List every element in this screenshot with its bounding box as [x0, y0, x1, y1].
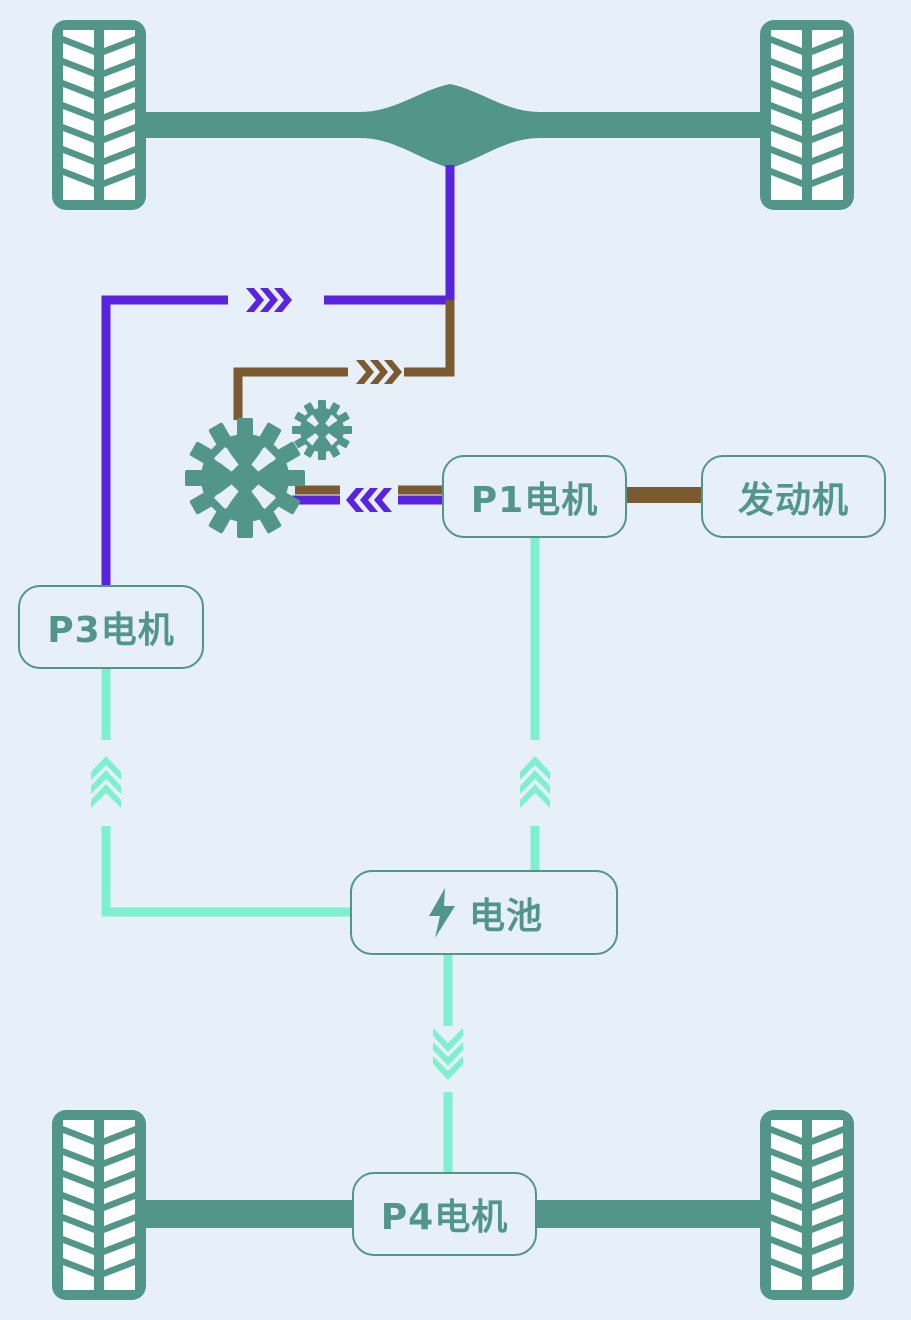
engine-label: 发动机	[737, 479, 849, 521]
engine-node: 发动机	[701, 455, 886, 538]
front-right-wheel-icon	[760, 20, 854, 210]
battery-label: 电池	[468, 895, 543, 937]
gearbox-gear-icon	[185, 418, 305, 538]
chevron-arrow-icon-engine	[356, 360, 402, 384]
battery-node: 电池	[350, 870, 618, 955]
electric-path	[101, 538, 540, 1172]
drive-path-engine	[233, 300, 702, 503]
p4-motor-node: P4电机	[352, 1172, 537, 1256]
differential	[416, 92, 484, 160]
rear-left-wheel-icon	[52, 1110, 146, 1300]
front-left-wheel-icon	[52, 20, 146, 210]
chevron-up-icon	[91, 756, 550, 808]
front-axle	[140, 84, 765, 168]
p3-motor-label: P3电机	[47, 610, 175, 651]
chevron-arrow-icon-left	[346, 488, 392, 512]
small-gear-icon	[292, 400, 352, 460]
drive-path-mechanical	[101, 165, 455, 590]
chevron-down-icon	[433, 1028, 463, 1080]
p1-motor-label: P1电机	[470, 479, 599, 521]
rear-right-wheel-icon	[760, 1110, 854, 1300]
p3-motor-node: P3电机	[18, 585, 204, 669]
lightning-bolt-icon	[428, 887, 455, 938]
chevron-arrow-icon	[246, 288, 292, 312]
p4-motor-label: P4电机	[380, 1197, 509, 1238]
p1-motor-node: P1电机	[442, 455, 627, 538]
